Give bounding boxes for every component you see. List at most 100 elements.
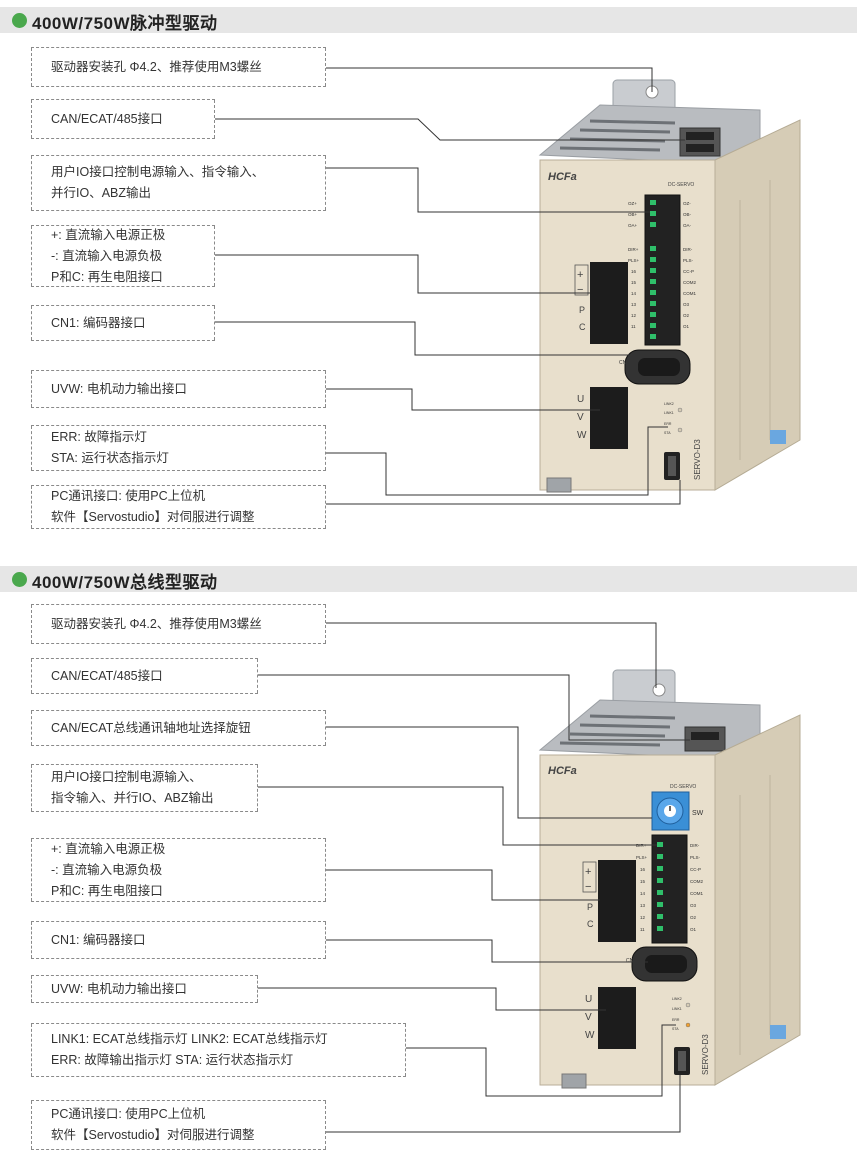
section-header-bus: 400W/750W总线型驱动 [0, 566, 857, 592]
svg-text:CN1: CN1 [626, 958, 636, 964]
svg-text:15: 15 [640, 879, 646, 884]
svg-text:DIR-: DIR- [690, 843, 700, 848]
model-label: DC-SERVO [668, 182, 694, 188]
svg-text:COM2: COM2 [690, 879, 703, 884]
svg-text:OA-: OA- [683, 223, 692, 228]
svg-text:U: U [585, 994, 592, 1005]
svg-text:STA: STA [664, 431, 671, 435]
svg-text:16: 16 [631, 269, 637, 274]
svg-text:−: − [577, 284, 583, 296]
svg-text:11: 11 [640, 927, 645, 932]
svg-text:CN1: CN1 [619, 360, 629, 366]
callout-user-io: 用户IO接口控制电源输入、指令输入、并行IO、ABZ输出 [31, 764, 258, 812]
svg-text:ERR: ERR [664, 422, 672, 426]
led-sta-icon [677, 427, 683, 433]
callout-can-ecat: CAN/ECAT/485接口 [31, 658, 258, 694]
svg-text:O1: O1 [690, 927, 697, 932]
callout-cn1: CN1: 编码器接口 [31, 305, 215, 341]
uvw-connector [590, 387, 628, 449]
svg-text:SW: SW [692, 810, 704, 817]
svg-text:15: 15 [631, 280, 637, 285]
callout-user-io: 用户IO接口控制电源输入、指令输入、并行IO、ABZ输出 [31, 155, 326, 211]
green-dot-icon [12, 13, 27, 28]
section-header-pulse: 400W/750W脉冲型驱动 [0, 7, 857, 33]
svg-text:ERR: ERR [672, 1018, 680, 1022]
svg-text:OA+: OA+ [628, 223, 638, 228]
callout-pc-comm: PC通讯接口: 使用PC上位机软件【Servostudio】对伺服进行调整 [31, 485, 326, 529]
io-connector [651, 834, 688, 944]
svg-text:O2: O2 [690, 915, 697, 920]
section-title: 400W/750W脉冲型驱动 [32, 14, 218, 33]
power-connector [598, 860, 636, 942]
svg-text:13: 13 [640, 903, 646, 908]
mount-hole-icon [652, 683, 666, 697]
svg-text:COM2: COM2 [683, 280, 696, 285]
svg-text:V: V [577, 412, 584, 423]
uvw-connector [598, 987, 636, 1049]
svg-text:LINK2: LINK2 [664, 402, 674, 406]
svg-text:O3: O3 [683, 302, 690, 307]
callout-cn1: CN1: 编码器接口 [31, 921, 326, 959]
svg-text:LINK1: LINK1 [664, 411, 674, 415]
brand-logo: HCFa [548, 765, 577, 777]
leader-lines [215, 67, 685, 505]
svg-text:COM1: COM1 [690, 891, 703, 896]
side-model-label: SERVO-D3 [701, 1034, 710, 1075]
callout-uvw: UVW: 电机动力输出接口 [31, 975, 258, 1003]
callout-pc-comm: PC通讯接口: 使用PC上位机软件【Servostudio】对伺服进行调整 [31, 1100, 326, 1150]
svg-text:PLS+: PLS+ [636, 855, 648, 860]
green-dot-icon [12, 572, 27, 587]
callout-mount-hole: 驱动器安装孔 Φ4.2、推荐使用M3螺丝 [31, 604, 326, 644]
svg-text:14: 14 [631, 291, 637, 296]
svg-text:CC-P: CC-P [690, 867, 701, 872]
svg-text:CC-P: CC-P [683, 269, 694, 274]
led-link-icon [677, 407, 683, 413]
svg-text:O1: O1 [683, 324, 690, 329]
section-title: 400W/750W总线型驱动 [32, 573, 218, 592]
callout-mount-hole: 驱动器安装孔 Φ4.2、推荐使用M3螺丝 [31, 47, 326, 87]
svg-text:W: W [577, 430, 587, 441]
svg-text:LINK1: LINK1 [672, 1007, 682, 1011]
svg-text:PLS-: PLS- [690, 855, 701, 860]
svg-text:12: 12 [631, 313, 637, 318]
svg-text:C: C [587, 919, 594, 929]
led-err-icon [685, 1022, 691, 1028]
svg-text:12: 12 [640, 915, 646, 920]
svg-text:OB+: OB+ [628, 212, 638, 217]
svg-text:C: C [579, 322, 586, 332]
svg-text:OZ+: OZ+ [628, 201, 637, 206]
svg-text:COM1: COM1 [683, 291, 696, 296]
side-panel [714, 714, 801, 1086]
svg-text:PLS+: PLS+ [628, 258, 640, 263]
svg-text:+: + [577, 269, 583, 281]
callout-can-ecat: CAN/ECAT/485接口 [31, 99, 215, 139]
svg-text:DIR-: DIR- [683, 247, 693, 252]
svg-text:STA: STA [672, 1027, 679, 1031]
model-label: DC-SERVO [670, 784, 696, 790]
svg-text:+: + [585, 866, 591, 878]
svg-text:O2: O2 [683, 313, 690, 318]
svg-text:OZ-: OZ- [683, 201, 691, 206]
svg-text:DIR+: DIR+ [628, 247, 639, 252]
svg-text:LINK2: LINK2 [672, 997, 682, 1001]
callout-uvw: UVW: 电机动力输出接口 [31, 370, 326, 408]
svg-text:P: P [587, 902, 593, 912]
pulse-servo-drive-illustration: HCFa DC-SERVO OZ+OB+ OA+DIR+ PLS+16 1514… [215, 67, 801, 505]
svg-text:V: V [585, 1012, 592, 1023]
svg-text:P: P [579, 305, 585, 315]
callout-rotary-switch: CAN/ECAT总线通讯轴地址选择旋钮 [31, 710, 326, 746]
led-link-icon [685, 1002, 691, 1008]
svg-text:14: 14 [640, 891, 646, 896]
svg-text:W: W [585, 1030, 595, 1041]
svg-text:OB-: OB- [683, 212, 692, 217]
svg-text:16: 16 [640, 867, 646, 872]
svg-text:11: 11 [631, 324, 636, 329]
leader-lines [258, 622, 690, 1133]
side-model-label: SERVO-D3 [693, 439, 702, 480]
power-connector [590, 262, 628, 344]
